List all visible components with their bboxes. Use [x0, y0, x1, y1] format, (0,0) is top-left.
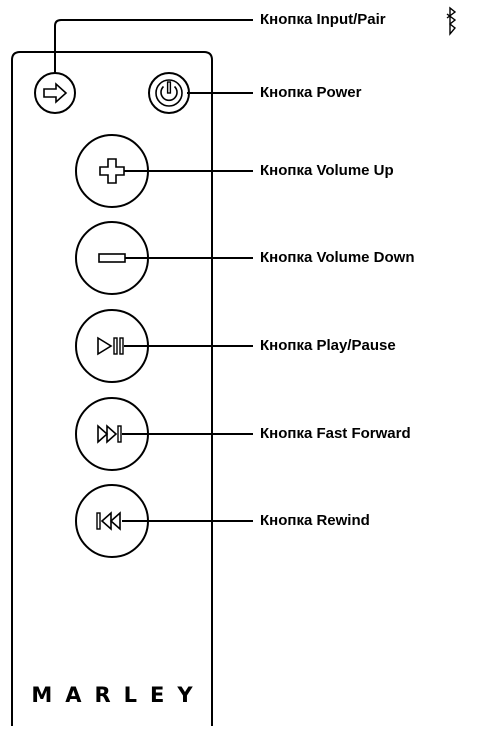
- input-pair-button[interactable]: [34, 72, 76, 114]
- callout-rewind-label: Кнопка Rewind: [260, 512, 370, 529]
- callout-volume-up-label: Кнопка Volume Up: [260, 162, 394, 179]
- input-pair-leader: [54, 19, 253, 73]
- callout-fast-forward-label: Кнопка Fast Forward: [260, 425, 411, 442]
- brand-logo: MARLEY: [31, 683, 206, 707]
- callout-input-pair-label: Кнопка Input/Pair: [260, 11, 386, 28]
- callout-volume-down-label: Кнопка Volume Down: [260, 249, 415, 266]
- fast-forward-icon: [97, 424, 122, 444]
- power-button[interactable]: [148, 72, 190, 114]
- remote-body: [11, 51, 213, 726]
- rewind-icon: [96, 511, 121, 531]
- play-pause-icon: [97, 336, 124, 356]
- minus-icon: [98, 253, 126, 263]
- bluetooth-icon: [446, 6, 457, 36]
- callout-power-label: Кнопка Power: [260, 84, 362, 101]
- plus-icon: [99, 158, 125, 184]
- callout-play-pause-label: Кнопка Play/Pause: [260, 337, 396, 354]
- input-arrow-icon: [43, 82, 68, 104]
- power-icon: [160, 85, 178, 102]
